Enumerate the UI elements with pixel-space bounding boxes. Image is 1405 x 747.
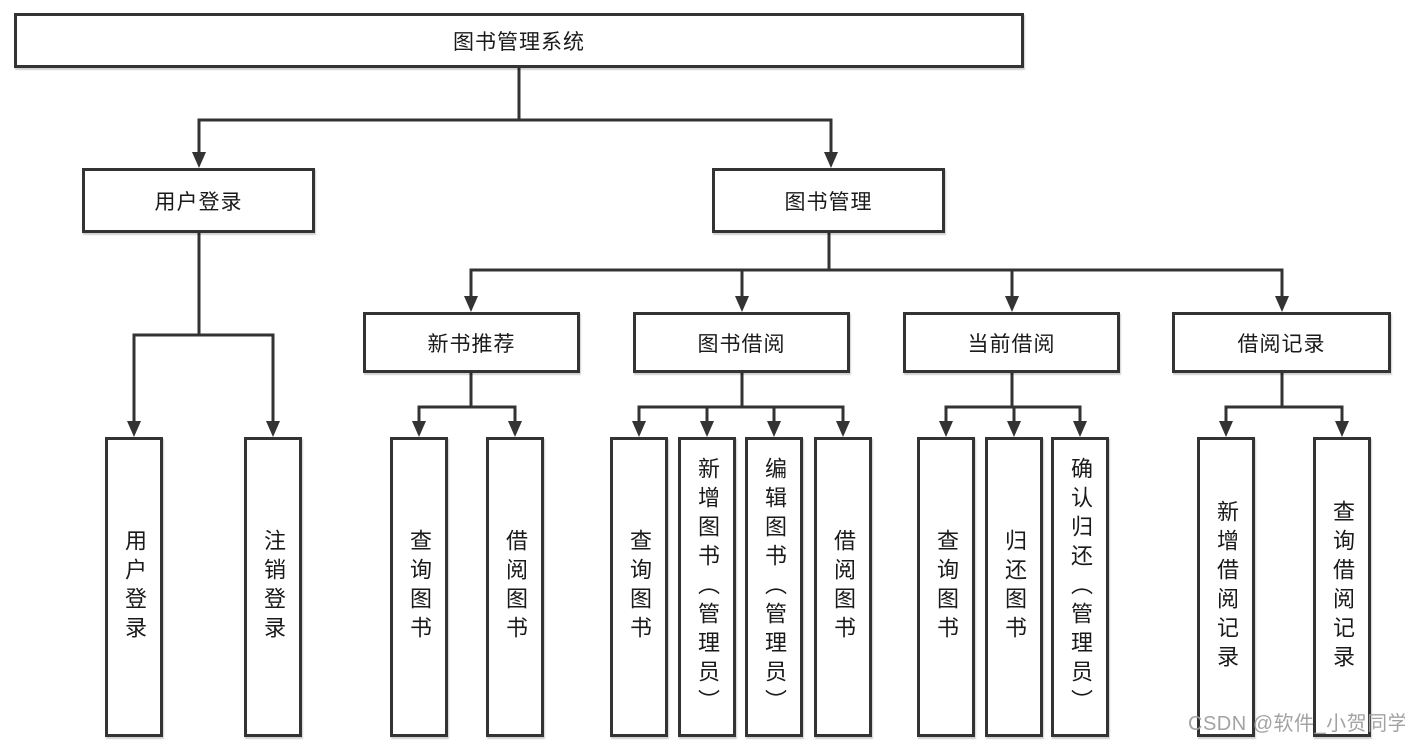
node-current-borrowing: 当前借阅: [903, 312, 1120, 373]
leaf-query-books: 查询图书: [917, 437, 975, 737]
leaf-borrow-books: 借阅图书: [814, 437, 872, 737]
node-root: 图书管理系统: [14, 13, 1024, 68]
node-label: 图书管理系统: [453, 30, 585, 54]
leaf-return-books: 归还图书: [985, 437, 1043, 737]
node-label: 查询借阅记录: [1330, 500, 1355, 674]
node-label: 查询图书: [407, 529, 432, 645]
node-label: 新书推荐: [427, 332, 516, 356]
node-label: 用户登录: [122, 529, 147, 645]
node-label: 注销登录: [261, 529, 286, 645]
leaf-add-books-admin: 新增图书（管理员）: [678, 437, 736, 737]
leaf-confirm-return-admin: 确认归还（管理员）: [1051, 437, 1109, 737]
node-label: 查询图书: [627, 529, 652, 645]
node-label: 图书管理: [784, 190, 873, 214]
leaf-user-login: 用户登录: [105, 437, 163, 737]
leaf-query-books: 查询图书: [390, 437, 448, 737]
leaf-query-borrow-record: 查询借阅记录: [1313, 437, 1371, 737]
node-label: 借阅记录: [1237, 332, 1326, 356]
node-label: 查询图书: [934, 529, 959, 645]
node-new-book-recommend: 新书推荐: [363, 312, 580, 373]
node-label: 新增借阅记录: [1214, 500, 1239, 674]
node-label: 用户登录: [154, 190, 243, 214]
leaf-edit-books-admin: 编辑图书（管理员）: [745, 437, 803, 737]
leaf-borrow-books: 借阅图书: [486, 437, 544, 737]
leaf-add-borrow-record: 新增借阅记录: [1197, 437, 1255, 737]
leaf-query-books: 查询图书: [610, 437, 668, 737]
node-borrowing-records: 借阅记录: [1172, 312, 1391, 373]
node-label: 借阅图书: [503, 529, 528, 645]
node-book-management: 图书管理: [712, 168, 945, 233]
csdn-watermark: CSDN @软件_小贺同学: [1188, 713, 1405, 735]
node-book-borrowing: 图书借阅: [633, 312, 850, 373]
node-user-login: 用户登录: [82, 168, 315, 233]
node-label: 借阅图书: [831, 529, 856, 645]
node-label: 新增图书（管理员）: [695, 456, 720, 718]
node-label: 图书借阅: [697, 332, 786, 356]
node-label: 当前借阅: [967, 332, 1056, 356]
node-label: 确认归还（管理员）: [1068, 456, 1093, 718]
node-label: 编辑图书（管理员）: [762, 456, 787, 718]
leaf-logout: 注销登录: [244, 437, 302, 737]
node-label: 归还图书: [1002, 529, 1027, 645]
